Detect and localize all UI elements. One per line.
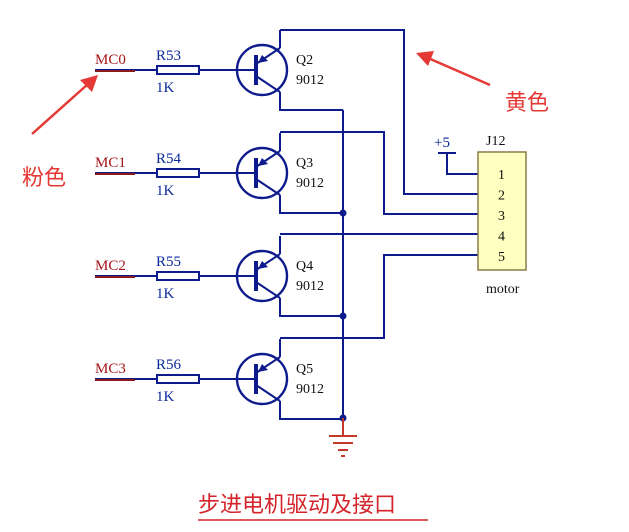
- transistor-ref: Q4: [296, 259, 313, 274]
- motor-wiring: [280, 29, 478, 457]
- resistor-body: [156, 168, 200, 178]
- transistor-body: [235, 43, 289, 97]
- transistor-body: [235, 352, 289, 406]
- collector-lead: [279, 401, 343, 420]
- resistor-ref: R56: [156, 357, 182, 373]
- collector-lead: [279, 92, 343, 111]
- arrow-to-mc0: [31, 75, 98, 135]
- pink-annotation: 粉色: [22, 166, 66, 191]
- transistor-part: 9012: [296, 73, 324, 88]
- connector-j12: J12 +5 motor 1 2 3 4 5: [434, 134, 527, 297]
- transistor-collector: [255, 281, 281, 299]
- transistor-ref: Q2: [296, 53, 313, 68]
- collector-lead: [279, 195, 343, 214]
- yellow-annotation: 黄色: [505, 91, 549, 116]
- resistor-ref: R55: [156, 254, 181, 270]
- emitter-arrow: [258, 55, 268, 63]
- transistor-collector: [255, 384, 281, 402]
- transistor-collector: [255, 75, 281, 93]
- resistor-body: [156, 374, 200, 384]
- connector-pin-3: 3: [498, 209, 505, 224]
- supply-label: +5: [434, 135, 450, 151]
- connector-name: motor: [486, 282, 520, 297]
- net-label: MC0: [95, 52, 126, 68]
- resistor-value: 1K: [156, 389, 175, 405]
- channel-mc1: MC1 R54 1K Q3 9012: [95, 133, 343, 214]
- emitter-arrow: [258, 158, 268, 166]
- channel-mc0: MC0 R53 1K Q2 9012: [95, 30, 343, 111]
- connector-pin-5: 5: [498, 250, 505, 265]
- transistor-part: 9012: [296, 382, 324, 397]
- resistor-body: [156, 271, 200, 281]
- transistor-ref: Q5: [296, 362, 313, 377]
- resistor-body: [156, 65, 200, 75]
- transistor-collector: [255, 178, 281, 196]
- resistor-value: 1K: [156, 80, 175, 96]
- resistor-ref: R53: [156, 48, 181, 64]
- transistor-body: [235, 249, 289, 303]
- channel-mc2: MC2 R55 1K Q4 9012: [95, 236, 343, 317]
- transistor-part: 9012: [296, 176, 324, 191]
- net-label: MC2: [95, 258, 126, 274]
- net-label: MC1: [95, 155, 126, 171]
- transistor-ref: Q3: [296, 156, 313, 171]
- resistor-value: 1K: [156, 183, 175, 199]
- connector-pins: 1 2 3 4 5: [498, 168, 505, 265]
- transistor-part: 9012: [296, 279, 324, 294]
- connector-ref: J12: [486, 134, 505, 149]
- resistor-value: 1K: [156, 286, 175, 302]
- diagram-caption: 步进电机驱动及接口: [198, 493, 396, 518]
- connector-pin-1: 1: [498, 168, 505, 183]
- connector-pin-2: 2: [498, 189, 505, 204]
- emitter-arrow: [258, 261, 268, 269]
- transistor-body: [235, 146, 289, 200]
- collector-lead: [279, 298, 343, 317]
- net-label: MC3: [95, 361, 126, 377]
- channel-mc3: MC3 R56 1K Q5 9012: [95, 339, 343, 420]
- emitter-arrow: [258, 364, 268, 372]
- arrow-to-yellow-wire: [416, 51, 491, 87]
- connector-pin-4: 4: [498, 230, 505, 245]
- resistor-ref: R54: [156, 151, 182, 167]
